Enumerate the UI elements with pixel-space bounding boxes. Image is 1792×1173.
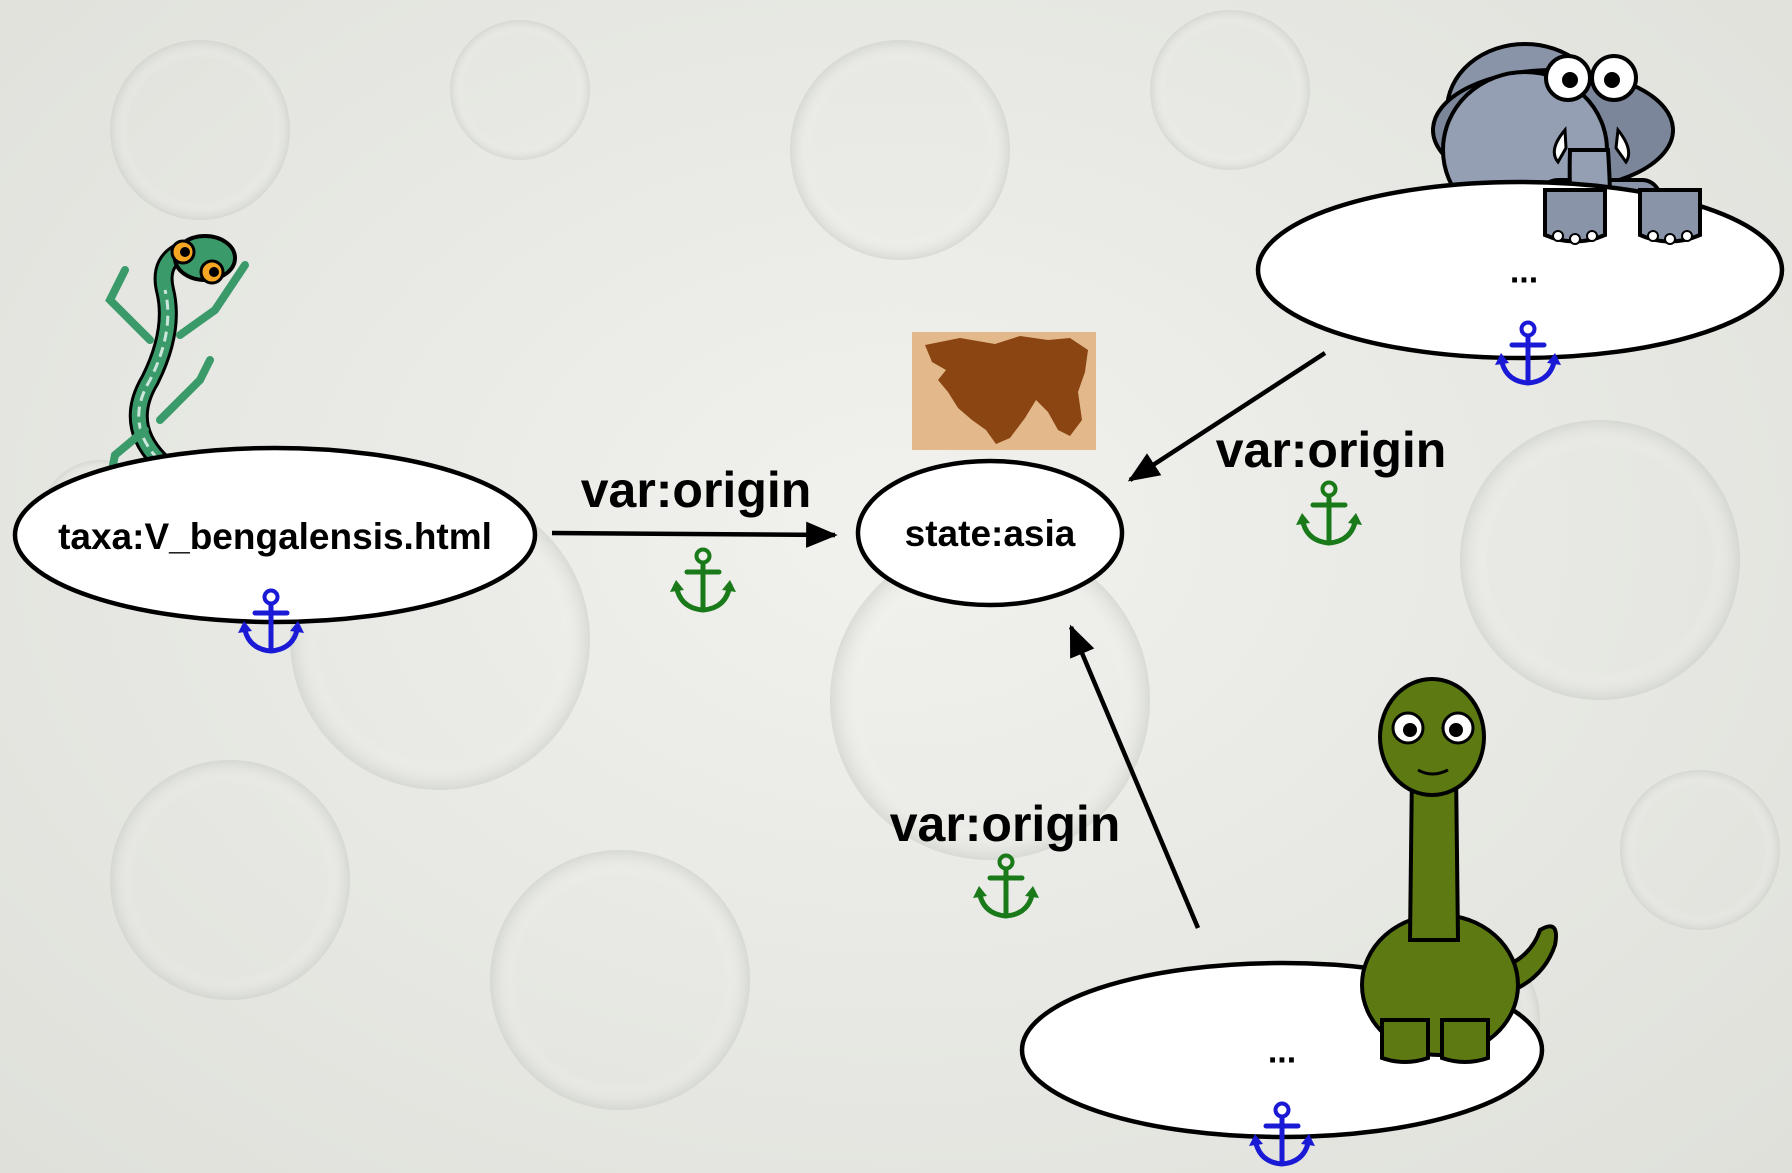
- dino-node-label: ...: [1267, 1032, 1297, 1071]
- edge-anchor-icon[interactable]: [973, 856, 1039, 917]
- edge-label-lizard-asia: var:origin: [580, 462, 812, 518]
- edge-lizard-to-asia: [551, 521, 838, 548]
- elephant-feet: [1543, 188, 1702, 245]
- edge-label-dino-asia: var:origin: [889, 796, 1121, 852]
- asia-map-icon: [912, 332, 1096, 450]
- asia-node-shape[interactable]: [855, 458, 1125, 608]
- edge-elephant-to-asia: [1127, 351, 1327, 482]
- background-bubbles: [40, 10, 1780, 1110]
- edges: [551, 351, 1327, 929]
- lizard-node-label: taxa:V_bengalensis.html: [58, 516, 492, 557]
- asia-node-label: state:asia: [904, 513, 1076, 554]
- edge-label-elephant-asia: var:origin: [1215, 422, 1447, 478]
- lizard-node-shape[interactable]: [12, 445, 538, 625]
- dinosaur-illustration: [1360, 677, 1558, 1064]
- edge-dino-to-asia: [1068, 624, 1201, 929]
- edge-anchor-icon[interactable]: [1296, 483, 1362, 544]
- elephant-node-label: ...: [1509, 252, 1539, 291]
- edge-anchor-icon[interactable]: [670, 550, 736, 611]
